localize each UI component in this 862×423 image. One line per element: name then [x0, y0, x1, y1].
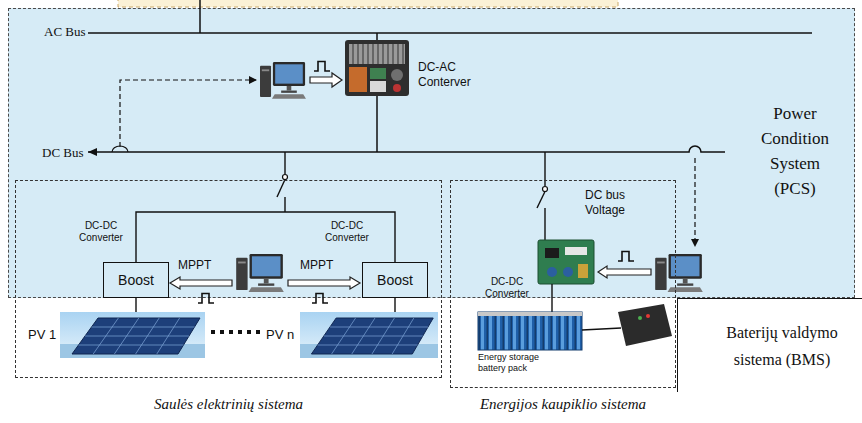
signal-name: MPPT: [178, 258, 211, 272]
signal-name: DC bus Voltage: [585, 188, 655, 218]
panel-name: PV 1: [28, 327, 56, 342]
subsystem-caption: Energijos kaupiklio sistema: [451, 395, 675, 413]
part-name: DC-DC Converter: [478, 276, 536, 300]
converter-box: Boost: [103, 262, 169, 298]
part-name: DC-AC Conterver: [418, 60, 482, 90]
bms-box: Baterijų valdymo sistema (BMS): [677, 298, 862, 392]
battery-pack: [478, 304, 672, 350]
converter-name: Boost: [118, 272, 154, 288]
part-name: DC-DC Converter: [72, 220, 130, 244]
bus-name: DC Bus: [42, 145, 84, 160]
converter-box: Boost: [362, 262, 428, 298]
bms-name: Baterijų valdymo sistema (BMS): [720, 319, 845, 373]
pv-panels: [60, 298, 438, 358]
bus-name: AC Bus: [44, 24, 86, 39]
converter-name: Boost: [377, 272, 413, 288]
subsystem-box: Saulės elektrinių sistemaBoostBoost: [15, 180, 442, 378]
panel-name: PV n: [266, 327, 294, 342]
part-name: DC-DC Converter: [318, 220, 376, 244]
system-region: Power Condition System (PCS): [8, 8, 855, 298]
subsystem-caption: Saulės elektrinių sistema: [16, 395, 441, 413]
part-name: Energy storage battery pack: [478, 352, 558, 374]
region-title: Power Condition System (PCS): [749, 101, 841, 201]
signal-name: MPPT: [300, 258, 333, 272]
